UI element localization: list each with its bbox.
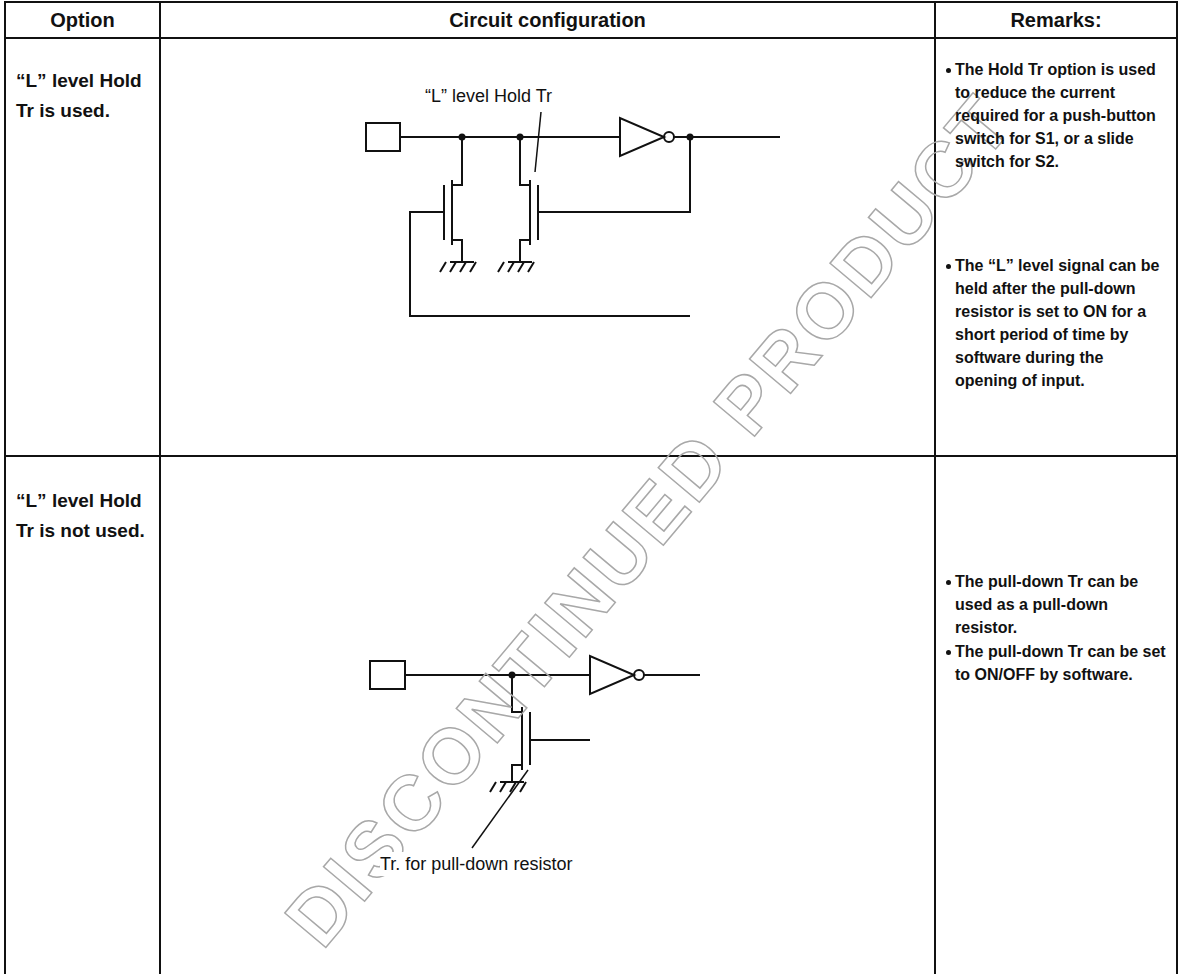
remark-text: The pull-down Tr can be set to ON/OFF by… [955,640,1170,686]
leader-line [535,112,541,172]
wire [644,674,700,676]
column-header: Remarks: [935,7,1177,33]
column-header: Option [5,7,160,33]
callout-label: Tr. for pull-down resistor [380,852,572,876]
wire [400,136,620,138]
bullet-dot [946,264,951,269]
remark-text: The Hold Tr option is used to reduce the… [955,58,1170,173]
input-pad [366,123,400,151]
gate-wire [538,185,556,240]
feedback-wire [556,137,690,212]
row-line [5,455,1177,457]
inverter-symbol [590,656,634,694]
column-line [159,2,161,974]
option-cell: “L” level Hold Tr is not used. [16,486,156,546]
ground-symbol [498,262,534,272]
hold-circuit [366,112,780,316]
inverter-bubble [634,670,644,680]
remark-text: The pull-down Tr can be used as a pull-d… [955,570,1170,639]
gate-wire [410,185,690,316]
inverter-bubble [664,132,674,142]
bullet-dot [946,68,951,73]
table-lines [5,2,1177,974]
callout-label: “L” level Hold Tr [425,84,552,108]
row-line [5,37,1177,39]
ground-symbol [440,262,476,272]
bullet-dot [946,580,951,585]
pull-down-transistor [452,137,462,262]
hold-transistor [520,137,530,262]
option-cell: “L” level Hold Tr is used. [16,66,156,126]
remark-text: The “L” level signal can be held after t… [955,254,1170,392]
watermark: DISCONTINUED PRODUCT [268,77,1033,964]
ground-symbol [490,782,526,792]
bullet-dot [946,650,951,655]
junction-dots [459,134,694,141]
inverter-symbol [620,118,664,156]
table-border [5,2,1177,974]
input-pad [370,661,405,689]
column-header: Circuit configuration [160,7,935,33]
